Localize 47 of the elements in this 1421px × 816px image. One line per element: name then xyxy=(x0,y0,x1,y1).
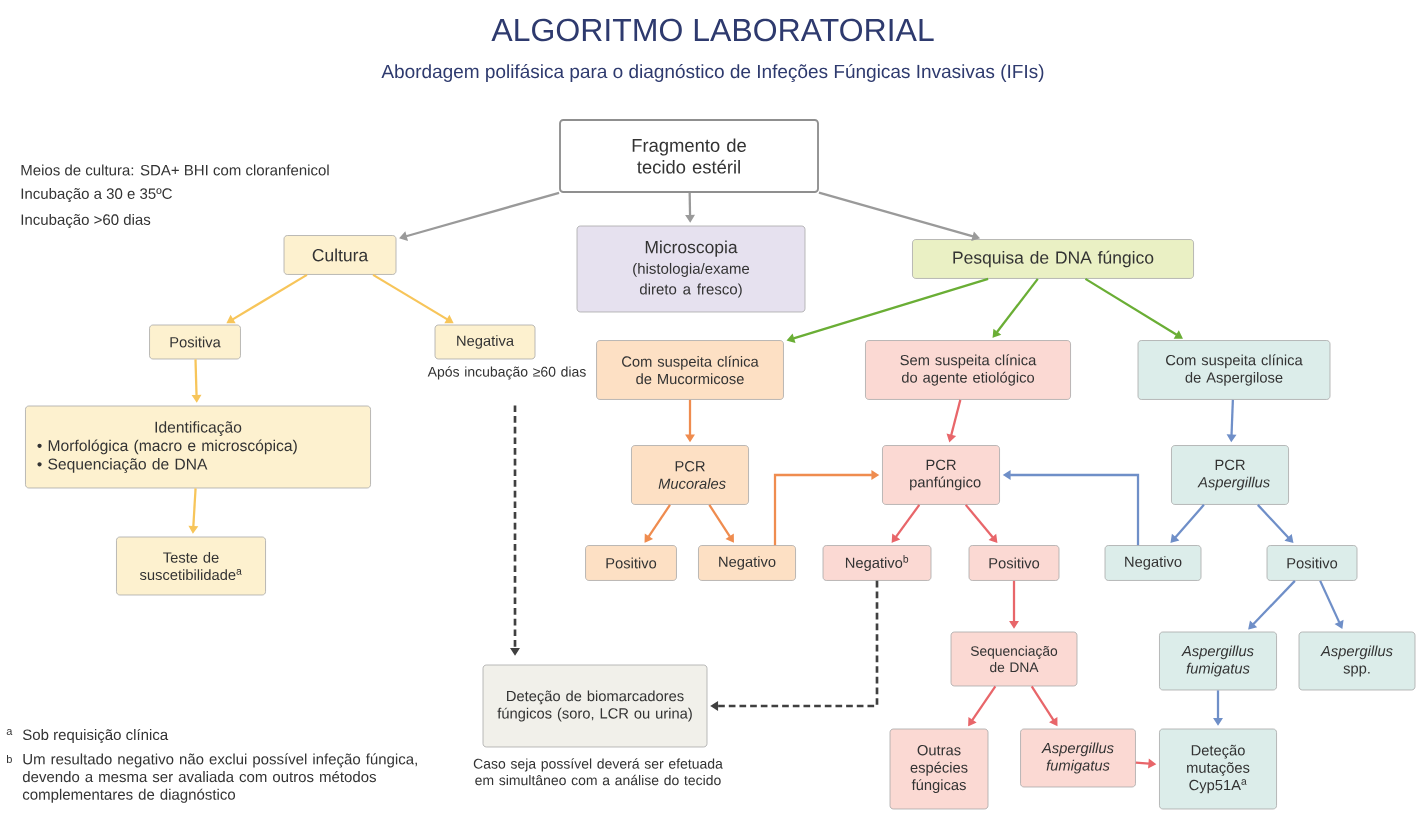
process-box: Negativa xyxy=(434,324,536,360)
footnote-text: Um resultado negativo não exclui possível infeção fúngica, devendo a mesma ser avaliada com outros métodos complementares de diagnóstico xyxy=(22,753,417,803)
arrow xyxy=(399,191,560,241)
process-box: Sequenciação de DNA xyxy=(950,631,1078,687)
process-box: Aspergillus fumigatus xyxy=(1020,728,1136,788)
process-box: Identificação • Morfológica (macro e microscópica) • Sequenciação de DNA xyxy=(25,405,371,489)
arrow xyxy=(644,504,671,543)
process-box: Negativo$^{b}$ xyxy=(822,545,932,581)
process-box: Teste de suscetibilidade$^{a}$ xyxy=(116,536,266,596)
arrow xyxy=(1248,580,1296,630)
process-box: Positiva xyxy=(149,324,241,360)
arrow xyxy=(992,278,1039,338)
process-box: Sem suspeita clínica do agente etiológico xyxy=(865,340,1071,400)
title: ALGORITMO LABORATORIAL xyxy=(491,18,934,42)
process-box: Microscopia (histologia/exame direto a fresco) xyxy=(576,225,806,313)
process-box: Negativo xyxy=(698,545,796,581)
subtitle: Abordagem polifásica para o diagnóstico de Infeções Fúngicas Invasivas (IFIs) xyxy=(381,64,1044,82)
process-box: Cultura xyxy=(283,235,397,275)
footnote-text: Sob requisição clínica xyxy=(22,728,169,744)
process-box: Aspergillus spp. xyxy=(1298,631,1416,691)
process-box: Positivo xyxy=(1266,545,1358,581)
process-box: Fragmento de tecido estéril xyxy=(559,119,819,193)
process-box: PCR Mucorales xyxy=(631,445,749,505)
arrow xyxy=(708,504,734,543)
process-box: Outras espécies fúngicas xyxy=(889,728,989,810)
note-text: Após incubação ≥60 dias xyxy=(427,366,586,380)
process-box: Pesquisa de DNA fúngico xyxy=(912,239,1194,279)
footnote-mark: a xyxy=(6,729,13,735)
process-box: Deteção de biomarcadores fúngicos (soro, LCR ou urina) xyxy=(482,664,708,748)
arrow xyxy=(1084,277,1183,339)
process-box: Negativo xyxy=(1104,545,1202,581)
arrow xyxy=(372,273,454,324)
process-box: Aspergillus fumigatus xyxy=(1159,631,1277,691)
footnote-mark: b xyxy=(7,754,12,764)
process-box: PCR Aspergillus xyxy=(1171,445,1289,505)
process-box: Com suspeita clínica de Aspergilose xyxy=(1137,340,1331,400)
process-box: Positivo xyxy=(968,545,1060,581)
arrow xyxy=(964,504,998,543)
note-text: Caso seja possível deverá ser efetuada em simultâneo com a análise do tecido xyxy=(473,758,723,786)
process-box: Positivo xyxy=(585,545,677,581)
process-box: PCR panfúngico xyxy=(882,445,1000,505)
note-text: Incubação >60 dias xyxy=(21,213,151,228)
arrow xyxy=(891,504,921,543)
process-box: Com suspeita clínica de Mucormicose xyxy=(596,340,784,400)
process-box: Deteção mutações Cyp51A$^{a}$ xyxy=(1159,728,1277,810)
note-text: Meios de cultura: SDA+ BHI com cloranfenicol xyxy=(21,164,329,176)
note-text: Incubação a 30 e 35ºC xyxy=(21,187,172,202)
